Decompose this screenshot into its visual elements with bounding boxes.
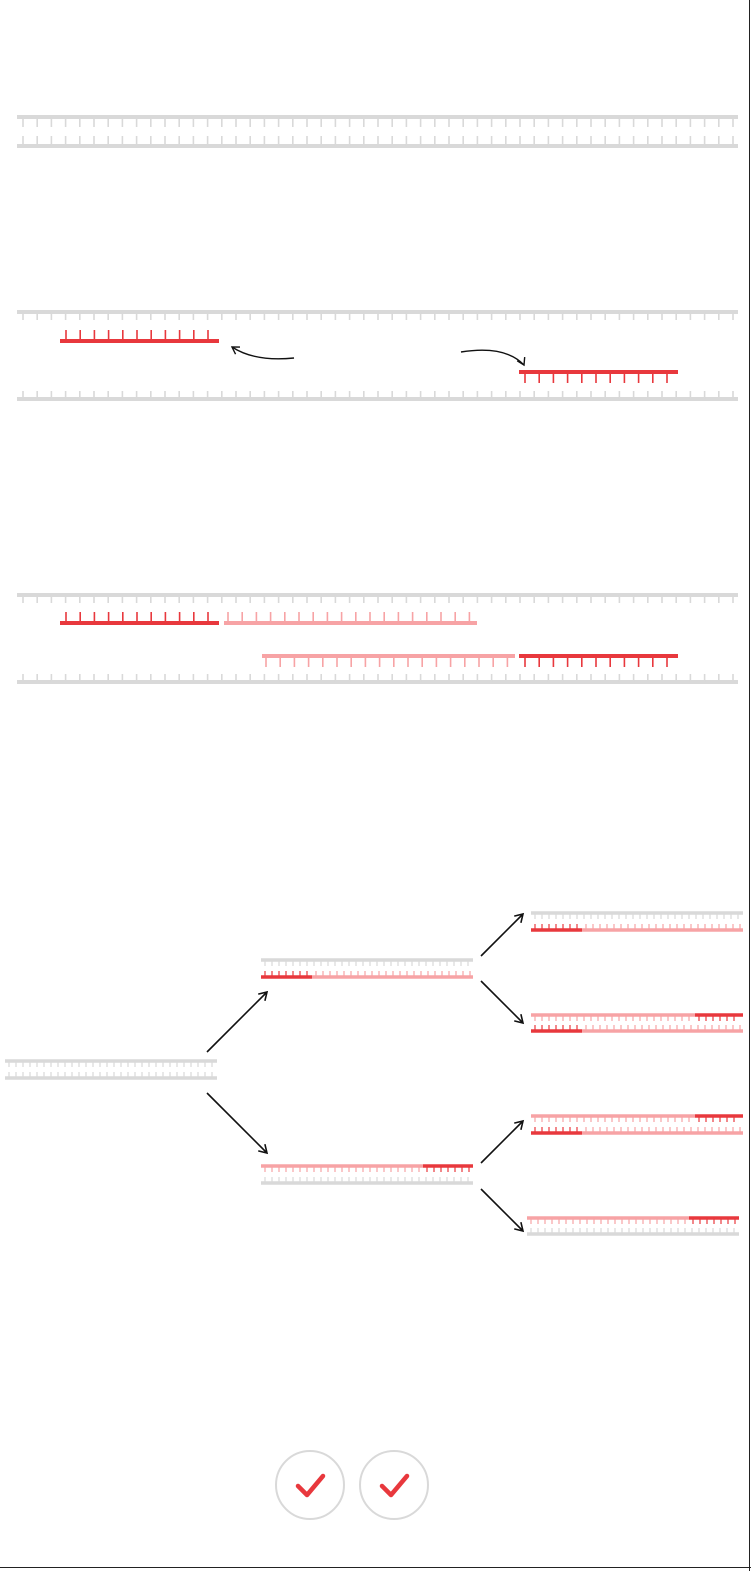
extended-strand xyxy=(262,654,515,667)
arrowhead xyxy=(514,1014,525,1025)
primer-strand xyxy=(695,1114,743,1122)
cycle-arrow xyxy=(480,1188,525,1233)
cycle-arrow xyxy=(206,990,269,1053)
cycle-arrow xyxy=(206,1092,269,1155)
forward-primer xyxy=(60,612,219,625)
arrow-shaft xyxy=(480,913,524,957)
cycle-arrow xyxy=(480,980,525,1025)
primer-strand xyxy=(531,1127,582,1135)
template-strand xyxy=(261,958,473,966)
template-strand-bottom xyxy=(17,674,738,684)
new-strand xyxy=(531,1013,695,1021)
pcr-diagram-svg xyxy=(5,115,743,1236)
primer-bind-arrow-right xyxy=(460,349,526,367)
reverse-primer xyxy=(519,654,678,667)
new-strand xyxy=(582,1127,743,1135)
new-strand xyxy=(582,924,743,932)
extended-strand xyxy=(224,612,477,625)
arrow-shaft xyxy=(480,980,524,1024)
check-button-2[interactable] xyxy=(359,1450,429,1520)
primer-strand xyxy=(261,971,312,979)
primer-strand xyxy=(531,924,582,932)
check-button-1[interactable] xyxy=(275,1450,345,1520)
arrowhead xyxy=(230,346,241,355)
template-strand-bottom xyxy=(17,391,738,401)
new-strand xyxy=(527,1216,689,1224)
original-strand-bottom xyxy=(5,1072,217,1080)
new-strand xyxy=(582,1025,743,1033)
arrowhead xyxy=(514,912,525,923)
arrowhead xyxy=(514,1119,525,1130)
primer-strand xyxy=(695,1013,743,1021)
arrow-shaft xyxy=(480,1120,524,1164)
template-strand-top xyxy=(17,115,738,127)
primer-strand xyxy=(531,1025,582,1033)
arrowhead xyxy=(258,990,269,1001)
primer-strand xyxy=(423,1164,473,1172)
reverse-primer xyxy=(519,370,678,383)
arrowhead xyxy=(258,1144,269,1155)
cycle-arrow xyxy=(480,1119,525,1164)
cycle-arrow xyxy=(480,912,525,957)
new-strand xyxy=(261,1164,423,1172)
frame-edge xyxy=(749,0,750,1571)
arrow-shaft xyxy=(206,991,268,1053)
arrow-shaft xyxy=(480,1188,524,1232)
checkmark-icon xyxy=(379,1473,410,1498)
arrowhead xyxy=(514,1222,525,1233)
template-strand-top xyxy=(17,310,738,320)
template-strand-bottom xyxy=(17,136,738,148)
arrow-shaft xyxy=(206,1092,268,1154)
new-strand xyxy=(531,1114,695,1122)
arrowhead xyxy=(516,356,526,367)
original-strand-top xyxy=(5,1059,217,1067)
arrow-shaft xyxy=(231,346,295,360)
arrow-shaft xyxy=(460,349,525,366)
template-strand xyxy=(527,1228,739,1236)
primer-strand xyxy=(689,1216,739,1224)
template-strand xyxy=(531,911,743,919)
forward-primer xyxy=(60,330,219,343)
template-strand-top xyxy=(17,593,738,603)
checkmark-icon xyxy=(295,1473,326,1498)
new-strand xyxy=(312,971,473,979)
frame-edge xyxy=(0,1567,751,1568)
template-strand xyxy=(261,1177,473,1185)
primer-bind-arrow-left xyxy=(230,346,295,360)
